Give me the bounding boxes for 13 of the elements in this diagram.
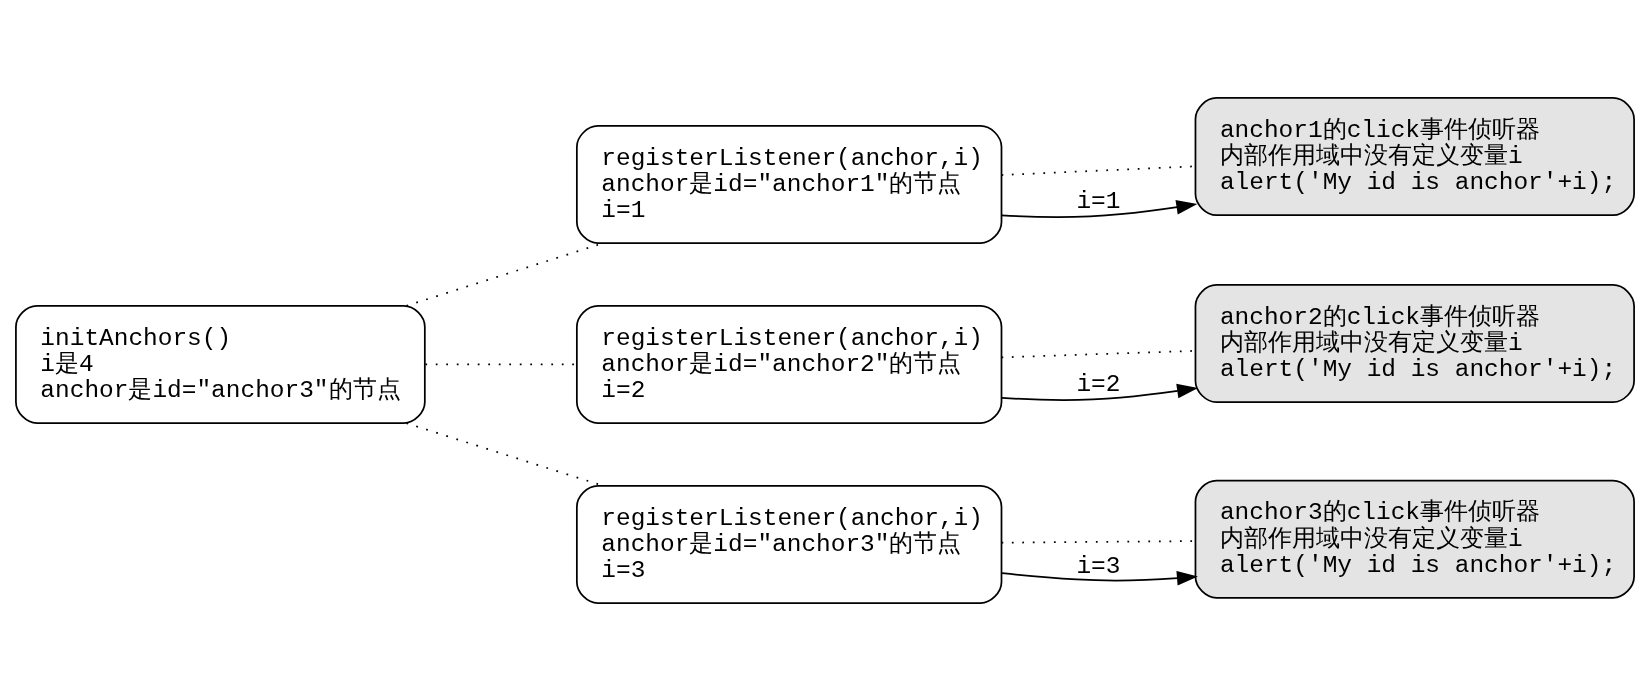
node-box: registerListener(anchor,i) anchor是id="anchor3"的节点 i=3 [576, 484, 1003, 604]
arrow [1000, 383, 1199, 401]
arrow [1001, 570, 1198, 586]
node-box: registerListener(anchor,i) anchor是id="anchor2"的节点 i=2 [576, 304, 1003, 424]
edge-label: i=3 [1076, 552, 1121, 580]
edge-label: i=1 [1076, 187, 1121, 215]
node-box: anchor3的click事件侦听器 内部作用域中没有定义变量i alert('My id is anchor'+i); [1194, 479, 1635, 599]
node-box: anchor2的click事件侦听器 内部作用域中没有定义变量i alert('My id is anchor'+i); [1194, 283, 1635, 403]
edge-label: i=2 [1076, 370, 1121, 398]
arrow [1000, 199, 1198, 218]
node-box: anchor1的click事件侦听器 内部作用域中没有定义变量i alert('My id is anchor'+i); [1194, 96, 1635, 216]
node-box: initAnchors() i是4 anchor是id="anchor3"的节点 [15, 304, 426, 424]
node-box: registerListener(anchor,i) anchor是id="anchor1"的节点 i=1 [576, 124, 1003, 244]
